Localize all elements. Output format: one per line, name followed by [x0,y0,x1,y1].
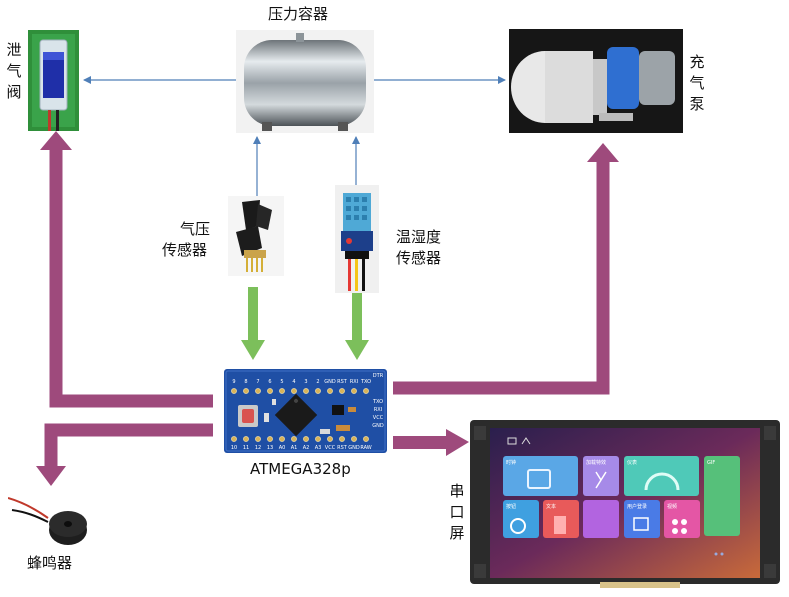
board-bottom-pin: GND [348,445,360,451]
temp-sensor-label-1: 温湿度 [396,228,442,246]
board-top-pin: 3 [304,379,307,385]
board-bottom-pin: 10 [231,445,237,451]
pressure-sensor-green-shaft [248,287,258,342]
board-to-valve-arrow [49,148,213,408]
temp-sensor-label-2: 传感器 [396,249,442,267]
board-bottom-pin: RST [337,445,348,451]
board-top-pin: 5 [280,379,283,385]
board-bottom-pin: A1 [291,445,298,451]
board-top-pin: GND [324,379,336,385]
screen-tile-label: 时钟 [506,459,516,466]
board-top-pin: RST [337,379,348,385]
screen-tile-label: 加载特效 [586,459,606,466]
vent-valve-label: 泄气阀 [6,41,22,101]
screen-tile-label: 用户登录 [627,503,647,510]
board-top-pin: 9 [232,379,235,385]
pressure-sensor-label-1: 气压 [180,220,211,238]
temp-sensor-green-shaft [352,293,362,342]
board-bottom-pin: RAW [360,445,371,451]
temp-humidity-sensor-image [335,185,379,293]
board-to-buzzer-arrow [44,423,213,468]
pressure-sensor-green-head [241,340,265,360]
pressure-vessel-image [236,30,374,133]
screen-tile-label: 视频 [667,503,677,510]
temp-sensor-green-head [345,340,369,360]
board-bottom-pin: 11 [243,445,249,451]
board-corner-pin: DTR [373,373,384,379]
board-bottom-pin: A2 [303,445,310,451]
board-bottom-pin: A0 [279,445,286,451]
board-svg: 9 8 7 6 5 4 3 2 GND RST RXI TXO 10 11 12… [224,369,387,453]
board-bottom-pin: 13 [267,445,273,451]
board-top-pin: TXO [360,379,371,385]
board-top-pin: 7 [256,379,259,385]
board-bottom-pin: VCC [325,445,336,451]
board-bottom-pin: 12 [255,445,261,451]
board-top-pin: 6 [268,379,271,385]
board-side-pin: GND [372,423,384,429]
vent-valve-image [28,30,79,131]
screen-tile-label: 仪表 [627,459,637,466]
board-to-screen-head [446,429,469,456]
pressure-sensor-image [228,196,284,276]
pump-label: 充气泵 [689,53,705,113]
buzzer-image [7,488,88,546]
atmega328p-board-image: 9 8 7 6 5 4 3 2 GND RST RXI TXO 10 11 12… [224,369,387,453]
serial-screen-label: 串口屏 [449,482,465,542]
board-side-pin: RXI [374,407,382,413]
board-side-pin: TXO [372,399,383,405]
buzzer-label: 蜂鸣器 [27,554,73,572]
board-to-screen-shaft [393,436,448,449]
screen-tile-label: 按钮 [506,503,516,510]
board-top-pin: RXI [350,379,358,385]
board-top-pin: 4 [292,379,295,385]
pressure-sensor-label-2: 传感器 [162,241,208,259]
serial-screen-image: 时钟 加载特效 仪表 GIF 按钮 文本 用户登录 视频 [470,418,780,588]
screen-tile-label: 文本 [546,503,556,510]
board-bottom-pin: A3 [315,445,322,451]
screen-tile-label: GIF [707,460,715,466]
board-top-pin: 2 [316,379,319,385]
pressure-vessel-label: 压力容器 [268,5,329,23]
board-to-pump-arrow [393,160,610,395]
mcu-label: ATMEGA328p [250,460,351,478]
board-side-pin: VCC [373,415,384,421]
air-pump-image [509,29,683,133]
board-top-pin: 8 [244,379,247,385]
